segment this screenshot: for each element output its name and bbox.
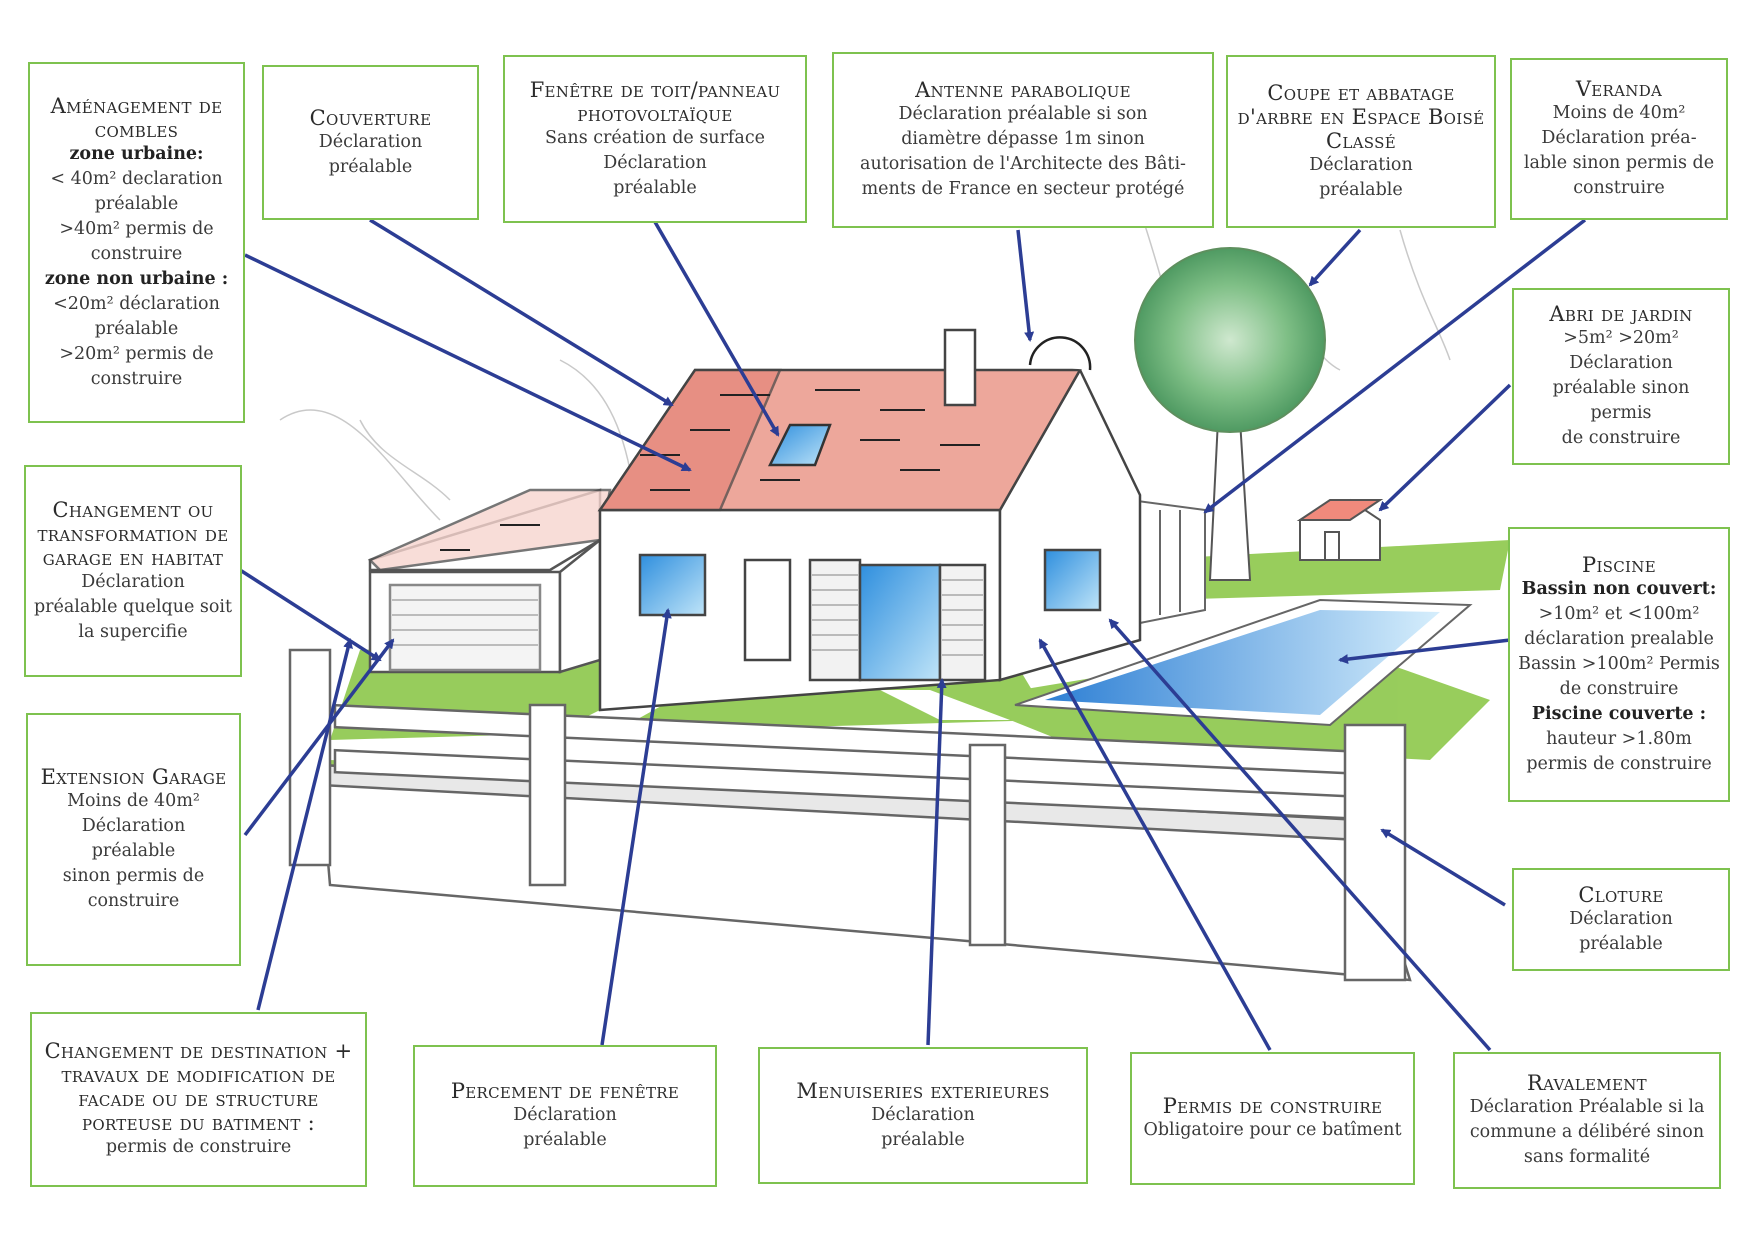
box-line: Déclaration <box>1569 908 1673 929</box>
box-line: Obligatoire pour ce batîment <box>1143 1120 1402 1140</box>
box-line: préalable quelque soit <box>33 596 233 617</box>
box-title: Abri de jardin <box>1549 302 1693 326</box>
box-title: Changement de destination + travaux de m… <box>44 1039 353 1135</box>
garage <box>367 488 612 674</box>
box-antenne-parabolique: Antenne parabolique Déclaration préalabl… <box>832 52 1214 228</box>
box-title: Menuiseries exterieures <box>796 1078 1050 1103</box>
box-line: commune a délibéré sinon <box>1469 1122 1705 1142</box>
box-line: Déclaration <box>1309 154 1413 175</box>
box-menuiseries: Menuiseries exterieures Déclaration préa… <box>758 1047 1088 1184</box>
fence <box>288 648 1412 982</box>
box-piscine: Piscine Bassin non couvert: >10m² et <10… <box>1508 527 1730 802</box>
box-line: Déclaration <box>513 1105 617 1125</box>
box-line: construire <box>87 891 180 911</box>
box-title: Veranda <box>1575 77 1663 101</box>
box-amenagement-combles: Aménagement de combles zone urbaine: < 4… <box>28 62 245 423</box>
box-line: permis de construire <box>105 1137 292 1157</box>
box-line: de construire <box>1559 678 1679 699</box>
box-line: de construire <box>1561 428 1681 448</box>
box-line: Déclaration <box>81 571 185 592</box>
box-permis-construire: Permis de construire Obligatoire pour ce… <box>1130 1052 1415 1185</box>
box-line: préalable <box>613 177 697 198</box>
box-title: Cloture <box>1578 882 1664 907</box>
box-title: Ravalement <box>1527 1071 1647 1095</box>
box-title: Extension Garage <box>40 765 227 789</box>
box-line: ments de France en secteur protégé <box>861 179 1185 199</box>
garden-shed <box>1296 498 1384 561</box>
box-changement-destination: Changement de destination + travaux de m… <box>30 1012 367 1187</box>
box-line: préalable <box>1579 933 1663 954</box>
box-couverture: Couverture Déclaration préalable <box>262 65 479 220</box>
box-line: préalable <box>94 193 179 214</box>
main-house <box>440 328 1142 712</box>
box-title: Changement ou transformation de garage e… <box>37 497 229 570</box>
box-line: permis de construire <box>1526 753 1712 774</box>
box-line: Déclaration <box>1569 353 1673 373</box>
box-cloture: Cloture Déclaration préalable <box>1512 868 1730 971</box>
box-title: Coupe et abbatage d'arbre en Espace Bois… <box>1237 80 1485 153</box>
box-line: construire <box>90 368 183 389</box>
box-coupe-arbre: Coupe et abbatage d'arbre en Espace Bois… <box>1226 55 1496 228</box>
box-line: la supercifie <box>78 621 188 642</box>
box-title: Piscine <box>1582 552 1656 577</box>
box-line: préalable sinon permis <box>1552 378 1690 423</box>
arrows <box>239 218 1587 1052</box>
box-line: sans formalité <box>1523 1147 1651 1167</box>
box-line: Déclaration <box>603 152 707 173</box>
box-line: >10m² et <100m² <box>1538 603 1700 624</box>
box-line: préalable <box>881 1129 965 1150</box>
box-veranda: Veranda Moins de 40m² Déclaration préa- … <box>1510 58 1728 220</box>
box-line: zone urbaine: <box>69 143 204 164</box>
box-line: Déclaration Préalable si la <box>1469 1097 1705 1117</box>
box-title: Percement de fenêtre <box>450 1079 680 1103</box>
box-title: Couverture <box>309 105 432 130</box>
box-line: sinon permis de <box>62 866 205 886</box>
pool <box>1014 598 1473 727</box>
box-line: < 40m² declaration <box>50 168 223 189</box>
box-line: >5m² >20m² <box>1563 328 1679 348</box>
box-line: préalable <box>328 156 413 177</box>
box-line: construire <box>90 243 183 264</box>
box-ravalement: Ravalement Déclaration Préalable si la c… <box>1453 1052 1721 1189</box>
box-extension-garage: Extension Garage Moins de 40m² Déclarati… <box>26 713 241 966</box>
box-line: Bassin non couvert: <box>1521 578 1717 599</box>
box-line: préalable <box>1319 179 1403 200</box>
box-percement-fenetre: Percement de fenêtre Déclaration préalab… <box>413 1045 717 1187</box>
box-fenetre-toit: Fenêtre de toit/panneau photovoltaïque S… <box>503 55 807 223</box>
box-line: préalable <box>523 1130 607 1150</box>
box-garage-habitat: Changement ou transformation de garage e… <box>24 465 242 677</box>
box-abri-jardin: Abri de jardin >5m² >20m² Déclaration pr… <box>1512 288 1730 465</box>
box-line: Moins de 40m² <box>1552 103 1686 123</box>
box-line: Déclaration <box>81 816 186 836</box>
box-line: préalable <box>91 841 176 861</box>
box-line: >40m² permis de <box>59 218 214 239</box>
box-title: Fenêtre de toit/panneau photovoltaïque <box>529 77 781 126</box>
box-title: Antenne parabolique <box>915 78 1131 102</box>
box-line: diamètre dépasse 1m sinon <box>901 129 1145 149</box>
box-line: construire <box>1573 178 1665 198</box>
box-line: zone non urbaine : <box>44 268 229 289</box>
box-line: autorisation de l'Architecte des Bâti- <box>860 154 1186 174</box>
box-title: Permis de construire <box>1162 1094 1383 1118</box>
box-line: Déclaration <box>871 1104 975 1125</box>
box-line: hauteur >1.80m <box>1546 728 1692 749</box>
box-line: lable sinon permis de <box>1523 153 1715 173</box>
box-line: <20m² déclaration <box>53 293 220 314</box>
box-line: Piscine couverte : <box>1531 703 1707 724</box>
box-line: Moins de 40m² <box>67 791 200 811</box>
box-line: déclaration prealable <box>1524 628 1714 649</box>
box-line: Déclaration préalable si son <box>898 104 1148 124</box>
box-line: Déclaration <box>318 131 423 152</box>
box-line: Bassin >100m² Permis <box>1518 653 1720 674</box>
box-line: Sans création de surface <box>545 127 765 148</box>
box-line: Déclaration préa- <box>1541 128 1697 148</box>
tree <box>1134 247 1326 581</box>
box-line: >20m² permis de <box>59 343 214 364</box>
box-title: Aménagement de combles <box>50 93 223 142</box>
box-line: préalable <box>94 318 179 339</box>
